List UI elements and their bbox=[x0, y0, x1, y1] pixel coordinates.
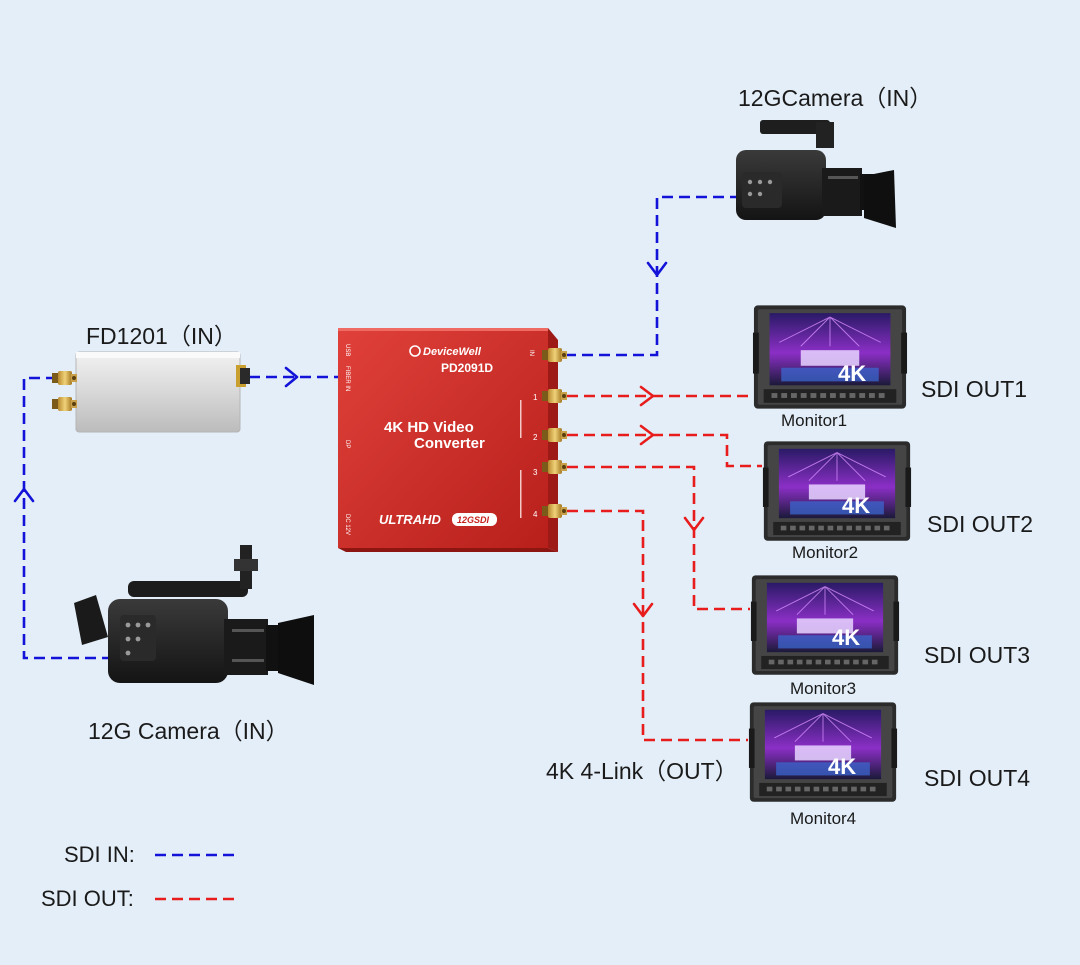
monitor-2 bbox=[762, 440, 912, 542]
monitor-3-name: Monitor3 bbox=[790, 679, 857, 698]
converter-port-out-1 bbox=[542, 389, 567, 403]
converter-port-out-3 bbox=[542, 460, 567, 474]
fd1201-device bbox=[52, 351, 250, 433]
camera-bottom bbox=[74, 545, 314, 685]
port-label-3: 3 bbox=[533, 468, 538, 477]
side-label-fiber: FIBER IN bbox=[344, 366, 350, 391]
port-label-4: 4 bbox=[533, 510, 538, 519]
arrow-down-out3 bbox=[683, 516, 705, 532]
connection-lines bbox=[22, 195, 762, 742]
converter-title-line2: Converter bbox=[414, 435, 485, 452]
converter-title-line1: 4K HD Video bbox=[384, 419, 474, 436]
monitor-1-name: Monitor1 bbox=[781, 411, 848, 430]
converter-ultrahd: ULTRAHD bbox=[379, 512, 441, 527]
label-fd1201: FD1201（IN） bbox=[86, 323, 237, 349]
converter-port-in bbox=[542, 348, 567, 362]
screen-badge-4: 4K bbox=[828, 754, 856, 779]
sdi-out-line-3 bbox=[567, 465, 750, 611]
screen-badge-3: 4K bbox=[832, 625, 860, 650]
camera-top bbox=[736, 120, 896, 228]
label-four-link: 4K 4-Link（OUT） bbox=[546, 758, 738, 784]
badge-12gsdi-bg bbox=[452, 513, 497, 526]
side-label-dp: DP bbox=[344, 440, 350, 448]
converter-badge: 12GSDI bbox=[457, 515, 490, 525]
arrowheads bbox=[13, 261, 705, 618]
sdi-out-label-4: SDI OUT4 bbox=[924, 765, 1031, 791]
monitor-1 bbox=[752, 304, 908, 410]
arrow-down-camera-top bbox=[646, 261, 668, 277]
legend-in-label: SDI IN: bbox=[64, 842, 135, 867]
side-label-usb: USB bbox=[344, 344, 350, 356]
sdi-in-line-camera-top bbox=[565, 195, 742, 357]
monitor-4 bbox=[748, 701, 898, 803]
sdi-in-line-camera-bottom bbox=[22, 376, 112, 660]
converter-device bbox=[338, 328, 558, 552]
label-camera-top: 12GCamera（IN） bbox=[738, 85, 933, 111]
converter-port-out-4 bbox=[542, 504, 567, 518]
arrow-right-out2 bbox=[639, 424, 655, 446]
port-label-2: 2 bbox=[533, 433, 538, 442]
sdi-out-line-2 bbox=[567, 433, 762, 468]
sdi-out-label-3: SDI OUT3 bbox=[924, 642, 1031, 668]
screen-badges: 4K 4K 4K 4K bbox=[828, 361, 870, 779]
converter-labels: DeviceWell PD2091D 4K HD Video Converter… bbox=[344, 344, 538, 535]
screen-badge-2: 4K bbox=[842, 493, 870, 518]
sdi-out-label-2: SDI OUT2 bbox=[927, 511, 1034, 537]
converter-brand: DeviceWell bbox=[423, 346, 482, 358]
fd1201-bnc-top bbox=[52, 371, 77, 385]
label-camera-bottom: 12G Camera（IN） bbox=[88, 718, 289, 744]
sdi-out-line-4 bbox=[567, 509, 748, 742]
monitor-2-name: Monitor2 bbox=[792, 543, 859, 562]
fd1201-bnc-bottom bbox=[52, 397, 77, 411]
port-label-1: 1 bbox=[533, 393, 538, 402]
sdi-out-label-1: SDI OUT1 bbox=[921, 376, 1028, 402]
monitor-4-name: Monitor4 bbox=[790, 809, 857, 828]
side-label-in: IN bbox=[528, 350, 534, 356]
arrow-down-out4 bbox=[632, 602, 654, 618]
side-label-dc: DC 12V bbox=[344, 514, 350, 535]
arrow-right-fd1201 bbox=[284, 366, 299, 388]
screen-badge-1: 4K bbox=[838, 361, 866, 386]
arrow-up-camera-bottom bbox=[13, 487, 35, 503]
converter-port-out-2 bbox=[542, 428, 567, 442]
devicewell-logo-icon bbox=[409, 345, 421, 357]
legend-out-label: SDI OUT: bbox=[41, 886, 134, 911]
monitor-3 bbox=[750, 574, 900, 676]
converter-model: PD2091D bbox=[441, 361, 493, 375]
arrow-right-out1 bbox=[639, 385, 655, 407]
